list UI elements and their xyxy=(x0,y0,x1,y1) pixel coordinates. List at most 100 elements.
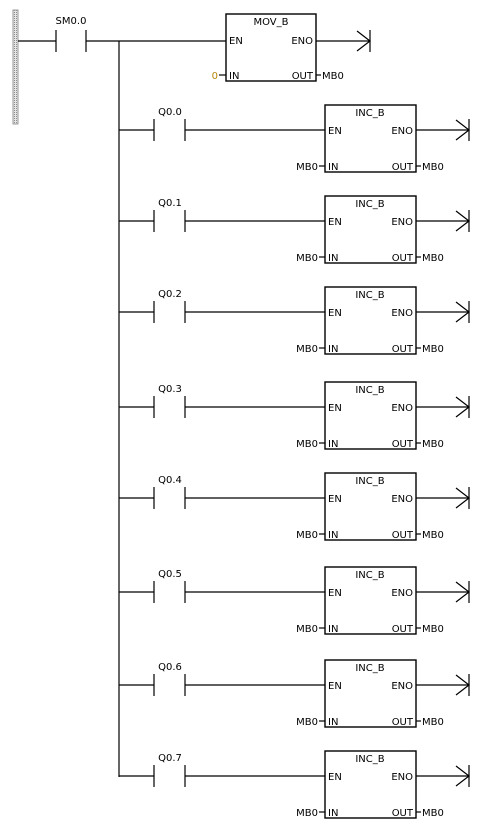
eno-pin-label: ENO xyxy=(391,217,413,228)
block-box xyxy=(324,104,417,173)
in-value: MB0 xyxy=(296,439,318,450)
eno-pin-label: ENO xyxy=(391,588,413,599)
contact-label: Q0.4 xyxy=(158,475,182,486)
rung-end-arrow-icon xyxy=(455,301,470,323)
block-box xyxy=(324,750,417,819)
contact-sm00[interactable]: SM0.0 xyxy=(55,16,87,52)
eno-pin-label: ENO xyxy=(391,494,413,505)
rung-mov: SM0.0 MOV_B EN ENO IN OUT 0 MB0 xyxy=(18,13,371,82)
eno-pin-label: ENO xyxy=(291,36,313,47)
in-pin-label: IN xyxy=(328,808,338,819)
in-value: MB0 xyxy=(296,808,318,819)
rung-end-arrow-icon xyxy=(455,674,470,696)
out-pin-label: OUT xyxy=(392,162,414,173)
en-pin-label: EN xyxy=(328,681,342,692)
inc-b-block[interactable]: INC_B EN ENO IN OUT xyxy=(324,750,417,819)
contact-q00[interactable]: Q0.0 xyxy=(153,107,186,141)
in-pin-label: IN xyxy=(328,624,338,635)
contact-q02[interactable]: Q0.2 xyxy=(153,289,186,323)
out-pin-label: OUT xyxy=(292,71,314,82)
out-value: MB0 xyxy=(422,717,444,728)
out-pin-label: OUT xyxy=(392,808,414,819)
in-value: MB0 xyxy=(296,624,318,635)
contact-q04[interactable]: Q0.4 xyxy=(153,475,186,509)
rung-end-arrow-icon xyxy=(455,581,470,603)
contact-q07[interactable]: Q0.7 xyxy=(153,753,186,787)
in-value: MB0 xyxy=(296,344,318,355)
out-pin-label: OUT xyxy=(392,439,414,450)
in-value: MB0 xyxy=(296,162,318,173)
block-box xyxy=(324,566,417,635)
in-pin-label: IN xyxy=(328,344,338,355)
out-pin-label: OUT xyxy=(392,253,414,264)
en-pin-label: EN xyxy=(328,588,342,599)
en-pin-label: EN xyxy=(328,126,342,137)
out-value: MB0 xyxy=(422,530,444,541)
in-pin-label: IN xyxy=(328,253,338,264)
rung-end-arrow-icon xyxy=(356,30,371,52)
en-pin-label: EN xyxy=(328,403,342,414)
mov-b-block[interactable]: MOV_B EN ENO IN OUT xyxy=(225,13,317,82)
in-pin-label: IN xyxy=(328,162,338,173)
contact-q06[interactable]: Q0.6 xyxy=(153,662,186,696)
out-value: MB0 xyxy=(422,253,444,264)
block-title: INC_B xyxy=(355,385,384,396)
power-rail xyxy=(12,9,19,125)
en-pin-label: EN xyxy=(328,772,342,783)
out-value: MB0 xyxy=(422,344,444,355)
block-title: INC_B xyxy=(355,754,384,765)
out-pin-label: OUT xyxy=(392,530,414,541)
contact-q05[interactable]: Q0.5 xyxy=(153,569,186,603)
in-value: MB0 xyxy=(296,717,318,728)
rung-end-arrow-icon xyxy=(455,119,470,141)
rung-end-arrow-icon xyxy=(455,765,470,787)
block-title: INC_B xyxy=(355,476,384,487)
contact-q01[interactable]: Q0.1 xyxy=(153,198,186,232)
out-pin-label: OUT xyxy=(392,344,414,355)
eno-pin-label: ENO xyxy=(391,308,413,319)
out-pin-label: OUT xyxy=(392,624,414,635)
eno-pin-label: ENO xyxy=(391,403,413,414)
block-title: INC_B xyxy=(355,663,384,674)
in-pin-label: IN xyxy=(328,439,338,450)
eno-pin-label: ENO xyxy=(391,681,413,692)
inc-b-block[interactable]: INC_B EN ENO IN OUT xyxy=(324,381,417,450)
contact-label: Q0.7 xyxy=(158,753,182,764)
out-value: MB0 xyxy=(422,439,444,450)
contact-label: Q0.0 xyxy=(158,107,182,118)
contact-label: Q0.6 xyxy=(158,662,182,673)
out-pin-label: OUT xyxy=(392,717,414,728)
block-box xyxy=(225,13,317,82)
out-value: MB0 xyxy=(422,162,444,173)
contact-label: Q0.1 xyxy=(158,198,182,209)
in-value: 0 xyxy=(212,71,218,82)
contact-label: Q0.3 xyxy=(158,384,182,395)
rung-end-arrow-icon xyxy=(455,396,470,418)
block-box xyxy=(324,195,417,264)
block-title: INC_B xyxy=(355,199,384,210)
en-pin-label: EN xyxy=(328,217,342,228)
contact-q03[interactable]: Q0.3 xyxy=(153,384,186,418)
block-box xyxy=(324,381,417,450)
contact-label: Q0.5 xyxy=(158,569,182,580)
en-pin-label: EN xyxy=(229,36,243,47)
rung-end-arrow-icon xyxy=(455,210,470,232)
eno-pin-label: ENO xyxy=(391,772,413,783)
out-value: MB0 xyxy=(422,624,444,635)
block-title: INC_B xyxy=(355,290,384,301)
rung-end-arrow-icon xyxy=(455,487,470,509)
block-box xyxy=(324,286,417,355)
inc-b-block[interactable]: INC_B EN ENO IN OUT xyxy=(324,195,417,264)
